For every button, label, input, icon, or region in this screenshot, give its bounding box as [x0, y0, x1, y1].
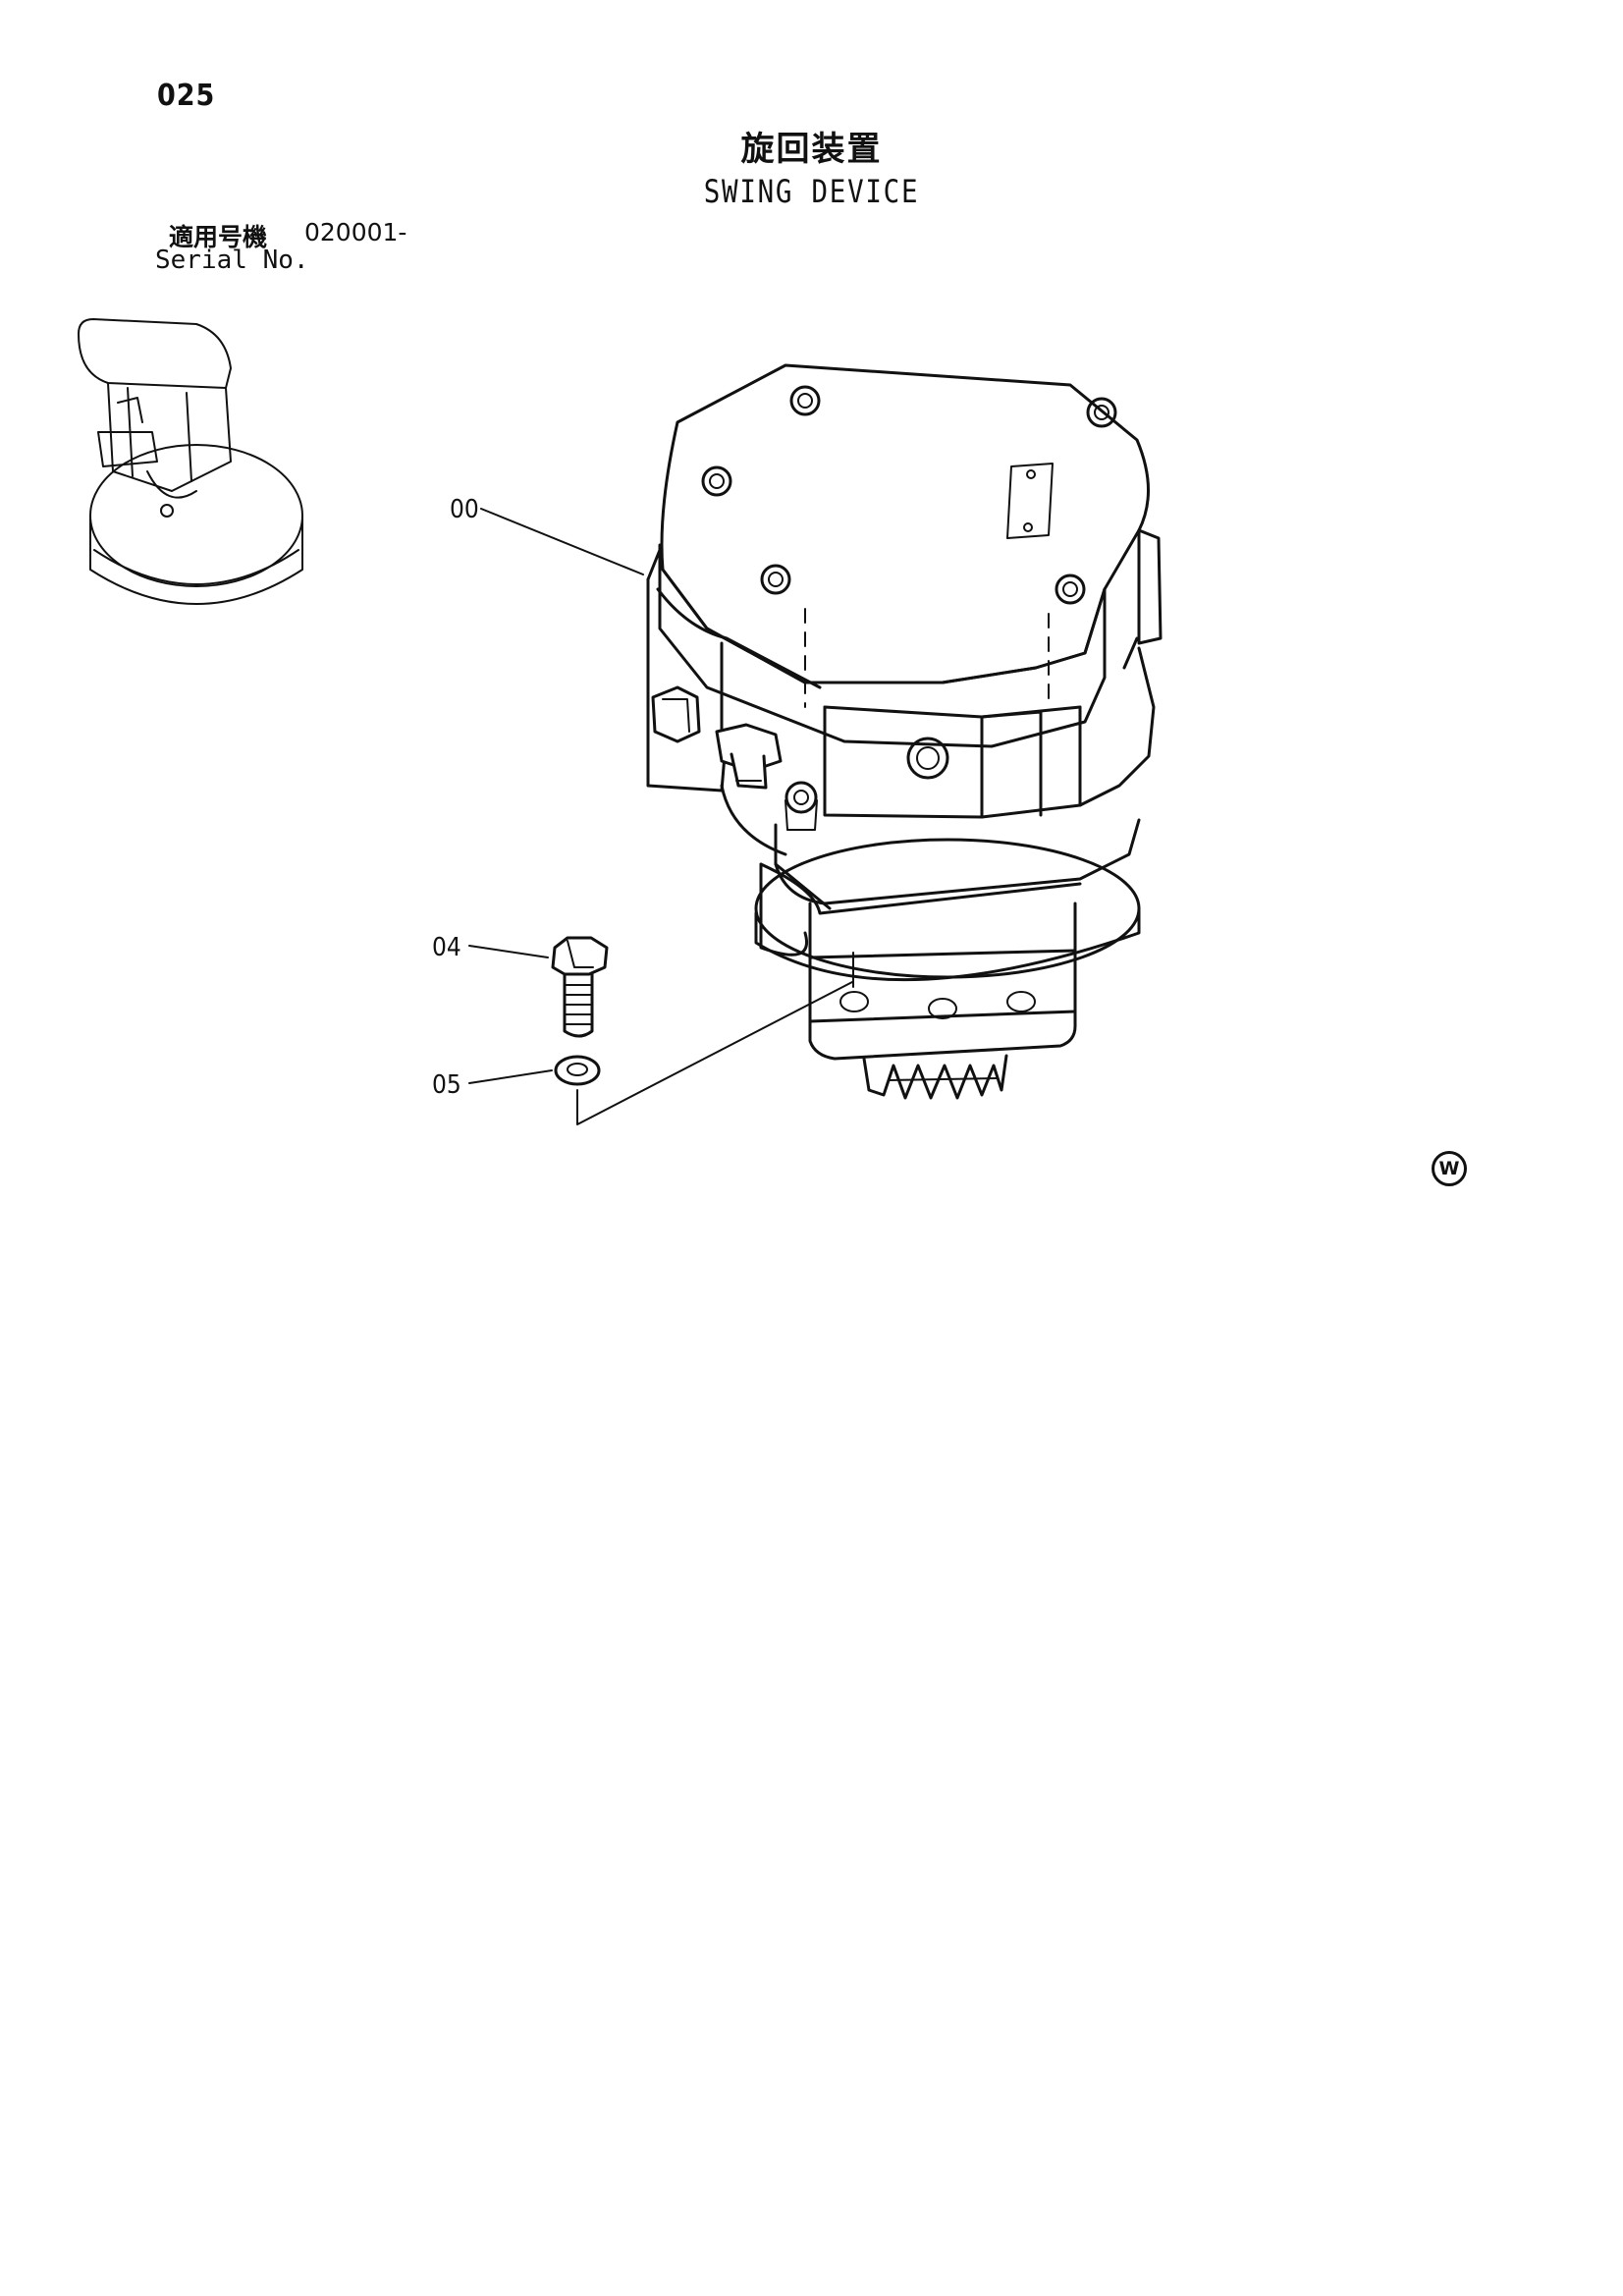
callout-00: 00 — [450, 495, 479, 524]
page-title-en: SWING DEVICE — [703, 173, 920, 210]
watermark-w-icon: W — [1432, 1151, 1467, 1186]
leader-lines — [468, 508, 853, 1125]
callout-05: 05 — [432, 1070, 461, 1100]
swing-motor-drawing — [646, 363, 1163, 1100]
washer-icon — [554, 1055, 601, 1086]
serial-label-jp: 適用号機 — [169, 223, 268, 251]
page-title-jp: 旋回装置 — [740, 130, 883, 169]
bolt-icon — [551, 936, 609, 1038]
serial-value: 020001- — [304, 218, 407, 246]
machine-location-icon — [78, 318, 303, 605]
callout-04: 04 — [432, 933, 461, 962]
serial-label-en: Serial No. — [155, 246, 309, 275]
page-number: 025 — [157, 79, 216, 113]
